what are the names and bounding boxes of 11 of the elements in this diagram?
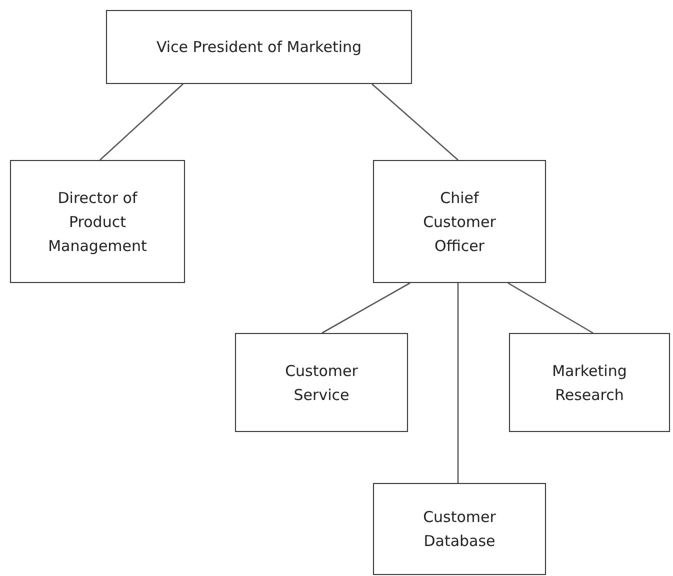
org-box: Chief Customer Officer [373,160,546,283]
connector-line [508,282,594,334]
connector-line [457,283,459,483]
connector-line [322,282,410,334]
connector-line [100,84,184,160]
org-box: Customer Database [373,483,546,575]
org-box: Customer Service [235,333,408,432]
org-box: Marketing Research [509,333,670,432]
org-box: Director of Product Management [10,160,185,283]
connector-line [372,84,458,160]
org-box: Vice President of Marketing [106,10,412,84]
